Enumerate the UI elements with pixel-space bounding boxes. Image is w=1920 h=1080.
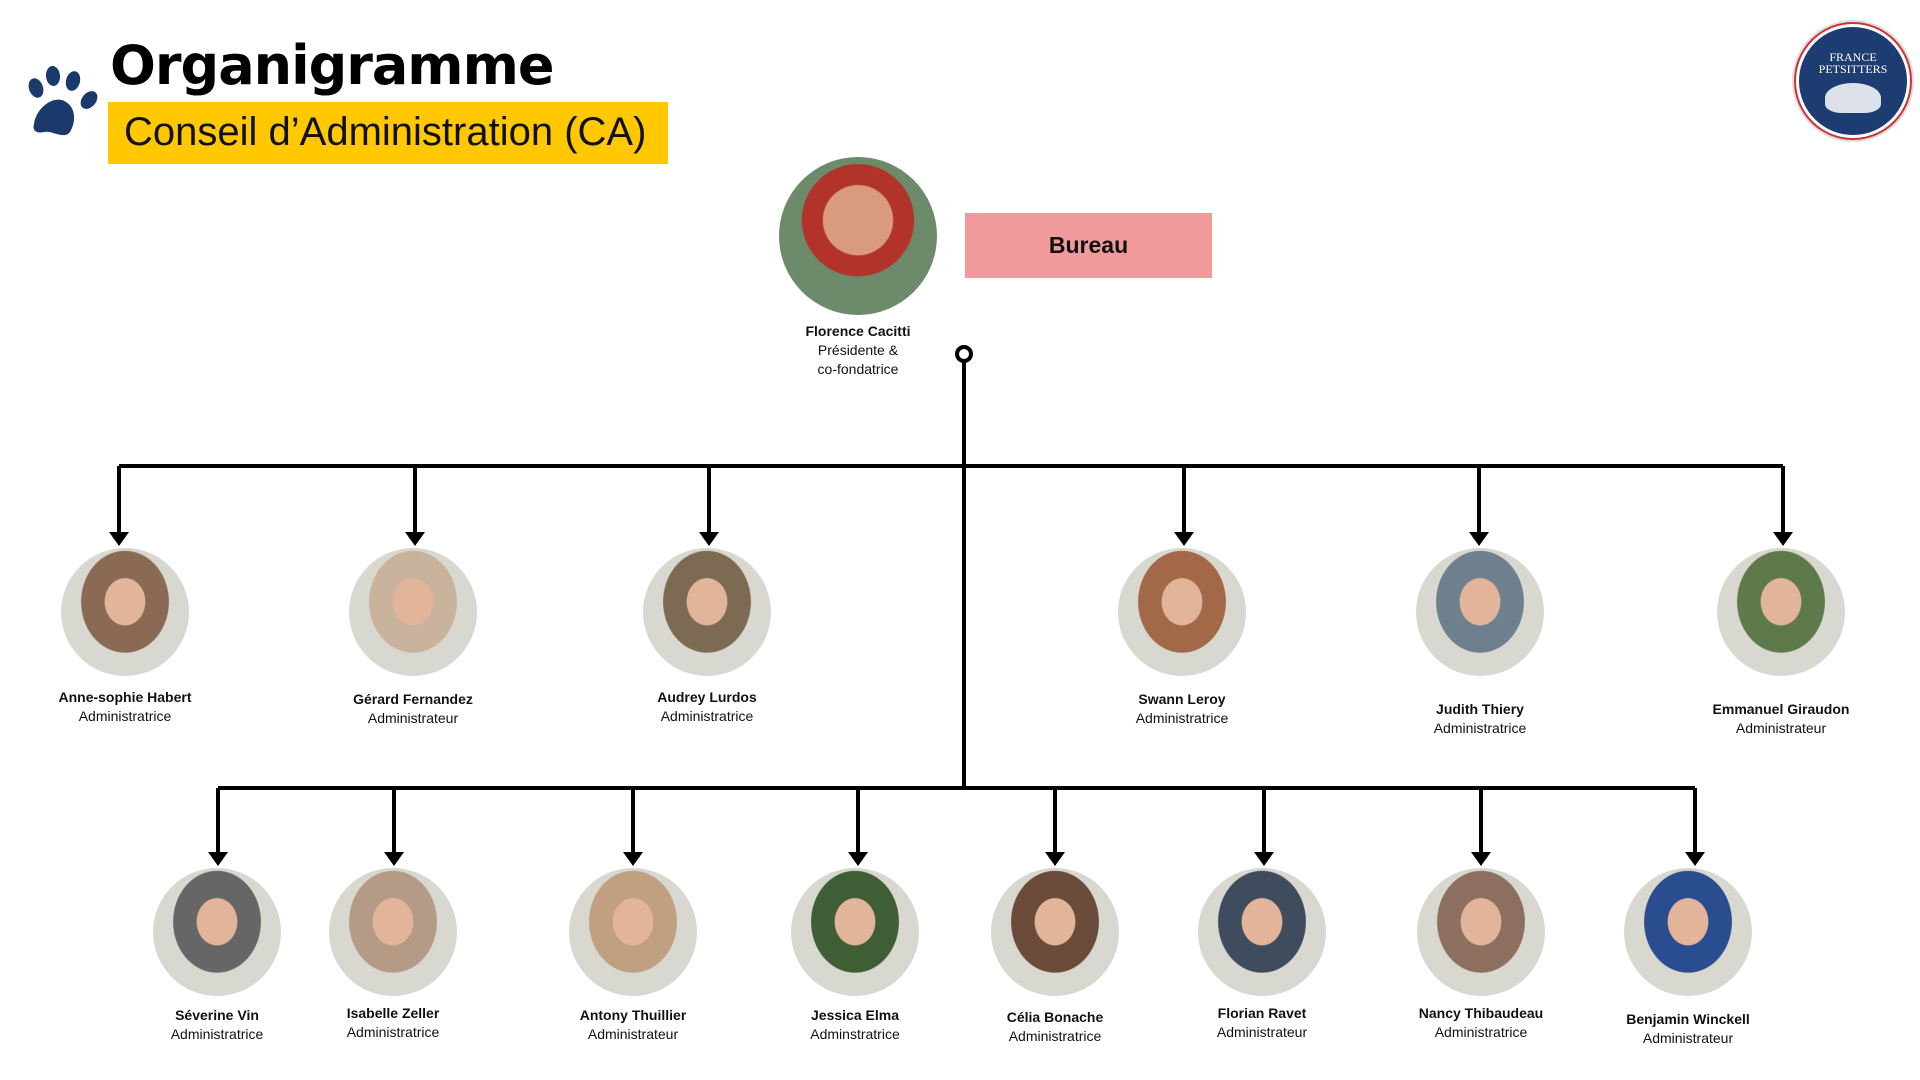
row2-drop-5-arrow-icon	[1254, 852, 1274, 866]
row2-photo-0	[153, 868, 281, 996]
member-name: Florian Ravet	[1217, 1005, 1307, 1021]
member-name: Judith Thiery	[1436, 701, 1524, 717]
row2-drop-0-arrow-icon	[208, 852, 228, 866]
france-petsitters-logo: FRANCE PETSITTERS	[1796, 24, 1910, 138]
row1-drop-0-arrow-icon	[109, 532, 129, 546]
row1-photo-3	[1118, 548, 1246, 676]
member-role: Administratrice	[1135, 710, 1229, 726]
member-role: Administratrice	[78, 708, 172, 724]
row2-photo-2	[569, 868, 697, 996]
row2-drop-2-arrow-icon	[623, 852, 643, 866]
logo-line2: PETSITTERS	[1818, 62, 1888, 76]
member-name: Nancy Thibaudeau	[1418, 1005, 1544, 1021]
member-name: Célia Bonache	[1006, 1009, 1104, 1025]
paw-icon	[28, 66, 98, 136]
bureau-box: Bureau	[965, 213, 1212, 278]
president-role-line1: Présidente &	[817, 342, 899, 358]
member-name: Audrey Lurdos	[657, 689, 757, 705]
member-role: Administratrice	[1008, 1028, 1102, 1044]
page-title: Organigramme	[110, 34, 554, 97]
logo-line1: FRANCE	[1829, 50, 1877, 64]
row1-photo-2	[643, 548, 771, 676]
member-name: Anne-sophie Habert	[58, 689, 192, 705]
row1-photo-0	[61, 548, 189, 676]
member-role: Administratrice	[660, 708, 754, 724]
row2-photo-5	[1198, 868, 1326, 996]
row1-drop-4-arrow-icon	[1469, 532, 1489, 546]
member-name: Jessica Elma	[811, 1007, 899, 1023]
row2-drop-4-arrow-icon	[1045, 852, 1065, 866]
president-role-line2: co-fondatrice	[817, 361, 899, 377]
subtitle-banner: Conseil d’Administration (CA)	[108, 102, 668, 164]
row2-drop-6-arrow-icon	[1471, 852, 1491, 866]
president-card: Florence Cacitti Présidente & co-fondatr…	[748, 322, 968, 379]
member-role: Adminstratrice	[810, 1026, 900, 1042]
subtitle: Conseil d’Administration (CA)	[124, 110, 647, 154]
row1-drop-5-arrow-icon	[1773, 532, 1793, 546]
member-role: Administratrice	[170, 1026, 264, 1042]
row1-photo-1	[349, 548, 477, 676]
row2-photo-7	[1624, 868, 1752, 996]
member-role: Administratrice	[346, 1024, 440, 1040]
member-name: Isabelle Zeller	[346, 1005, 440, 1021]
member-name: Antony Thuillier	[579, 1007, 687, 1023]
row1-drop-1-arrow-icon	[405, 532, 425, 546]
row2-drop-3-arrow-icon	[848, 852, 868, 866]
member-role: Administrateur	[587, 1026, 679, 1042]
member-role: Administrateur	[1216, 1024, 1308, 1040]
member-name: Benjamin Winckell	[1626, 1011, 1750, 1027]
row2-photo-3	[791, 868, 919, 996]
president-name: Florence Cacitti	[805, 323, 911, 339]
member-role: Administrateur	[367, 710, 459, 726]
row1-photo-5	[1717, 548, 1845, 676]
member-role: Administratrice	[1433, 720, 1527, 736]
president-photo	[779, 157, 937, 315]
row2-drop-1-arrow-icon	[384, 852, 404, 866]
row2-photo-4	[991, 868, 1119, 996]
row2-drop-7-arrow-icon	[1685, 852, 1705, 866]
member-role: Administrateur	[1735, 720, 1827, 736]
trunk-origin-circle	[955, 345, 973, 363]
member-role: Administratrice	[1434, 1024, 1528, 1040]
member-name: Séverine Vin	[175, 1007, 259, 1023]
row2-photo-1	[329, 868, 457, 996]
row1-drop-3-arrow-icon	[1174, 532, 1194, 546]
member-role: Administrateur	[1642, 1030, 1734, 1046]
member-name: Gérard Fernandez	[353, 691, 473, 707]
row2-photo-6	[1417, 868, 1545, 996]
member-name: Swann Leroy	[1138, 691, 1226, 707]
member-name: Emmanuel Giraudon	[1712, 701, 1850, 717]
row1-photo-4	[1416, 548, 1544, 676]
row1-drop-2-arrow-icon	[699, 532, 719, 546]
